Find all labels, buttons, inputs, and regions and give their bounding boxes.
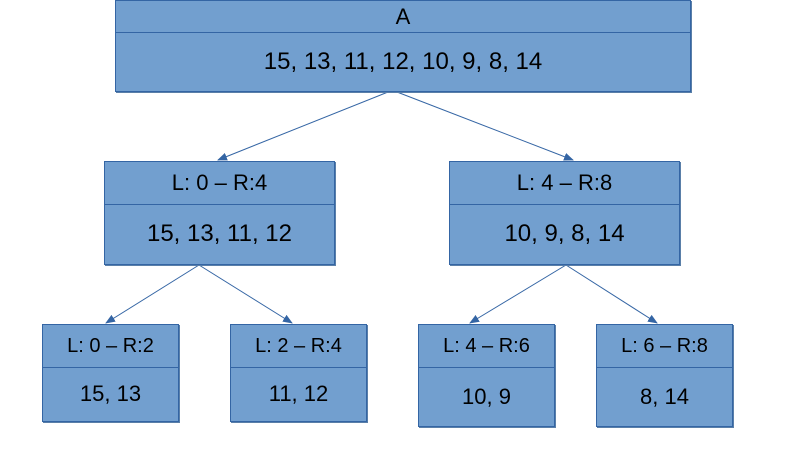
left-right-node-values: 11, 12 bbox=[268, 381, 329, 406]
edge-right-to-right-right bbox=[565, 264, 658, 324]
right-right-node-title: L: 6 – R:8 bbox=[597, 325, 732, 368]
root-node-values: 15, 13, 11, 12, 10, 9, 8, 14 bbox=[263, 47, 543, 75]
left-node-title: L: 0 – R:4 bbox=[105, 162, 334, 205]
left-left-node: L: 0 – R:2 15, 13 bbox=[42, 324, 179, 422]
edge-right-to-right-left bbox=[469, 264, 567, 324]
right-right-node-values: 8, 14 bbox=[640, 383, 689, 409]
edge-left-to-left-right bbox=[198, 264, 293, 324]
right-node: L: 4 – R:8 10, 9, 8, 14 bbox=[449, 161, 680, 265]
left-left-node-title: L: 0 – R:2 bbox=[43, 325, 178, 368]
right-right-node: L: 6 – R:8 8, 14 bbox=[596, 324, 733, 427]
left-right-node-title: L: 2 – R:4 bbox=[231, 325, 366, 368]
left-node-values: 15, 13, 11, 12 bbox=[146, 220, 292, 247]
right-left-node-title: L: 4 – R:6 bbox=[419, 325, 554, 368]
edge-left-to-left-left bbox=[105, 264, 200, 324]
right-left-node-values: 10, 9 bbox=[462, 383, 511, 409]
root-node-title: A bbox=[116, 1, 690, 33]
edge-root-to-right bbox=[396, 91, 574, 161]
left-left-node-values: 15, 13 bbox=[79, 381, 142, 406]
right-node-title: L: 4 – R:8 bbox=[450, 162, 679, 205]
edge-root-to-left bbox=[217, 91, 389, 161]
left-node: L: 0 – R:4 15, 13, 11, 12 bbox=[104, 161, 335, 265]
right-left-node: L: 4 – R:6 10, 9 bbox=[418, 324, 555, 427]
root-node: A 15, 13, 11, 12, 10, 9, 8, 14 bbox=[115, 0, 691, 92]
left-right-node: L: 2 – R:4 11, 12 bbox=[230, 324, 367, 422]
right-node-values: 10, 9, 8, 14 bbox=[504, 220, 625, 247]
